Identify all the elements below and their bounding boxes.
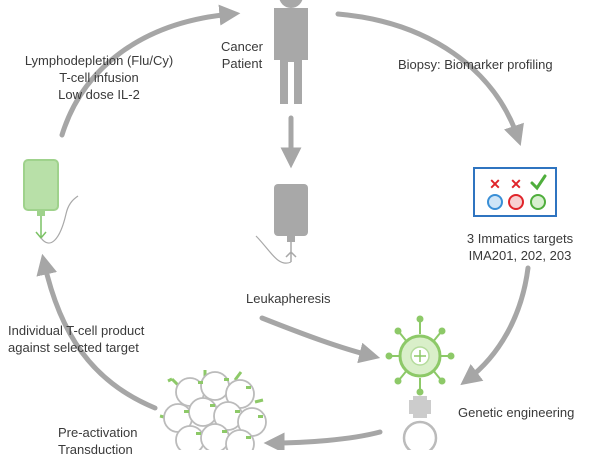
preactivation-line-1: Pre-activation [58, 425, 138, 440]
marker-circle-red [508, 194, 524, 210]
targets-line-2: IMA201, 202, 203 [468, 248, 572, 263]
leukapheresis-label: Leukapheresis [246, 291, 331, 306]
product-line-2: against selected target [8, 340, 139, 355]
targets-line-1: 3 Immatics targets [466, 231, 574, 246]
leukapheresis-bag-icon [255, 184, 308, 264]
patient-silhouette-icon [274, 0, 308, 104]
lymphodepletion-line-3: Low dose IL-2 [58, 87, 140, 102]
tcell-icon [402, 420, 438, 450]
arrow-patient-to-biopsy [335, 11, 524, 146]
infusion-bag-icon [23, 159, 79, 244]
engineering-label: Genetic engineering [458, 405, 575, 420]
marker-circle-green [530, 194, 546, 210]
lymphodepletion-line-2: T-cell infusion [59, 70, 139, 85]
lymphodepletion-line-1: Lymphodepletion (Flu/Cy) [24, 53, 174, 68]
biomarker-panel: ✕ ✕ [473, 167, 557, 217]
product-label: Individual T-cell product against select… [8, 322, 144, 356]
arrow-targets-to-engineering [460, 265, 531, 386]
arrow-leukapheresis-to-engineering [259, 315, 381, 364]
panel-mark-3 [530, 174, 547, 191]
patient-label: Cancer Patient [210, 38, 274, 72]
targets-label: 3 Immatics targets IMA201, 202, 203 [450, 230, 590, 264]
product-line-1: Individual T-cell product [8, 323, 145, 338]
tcell-cluster-icon [159, 370, 267, 450]
marker-circle-blue [487, 194, 503, 210]
arrow-engineering-to-expansion [263, 429, 383, 450]
preactivation-label: Pre-activation Transduction [58, 424, 137, 458]
plus-icon [409, 396, 431, 418]
panel-mark-2: ✕ [510, 176, 522, 192]
panel-mark-1: ✕ [489, 176, 501, 192]
engineered-tcell-icon [385, 315, 455, 396]
patient-line-2: Patient [221, 56, 263, 71]
lymphodepletion-label: Lymphodepletion (Flu/Cy) T-cell infusion… [10, 52, 188, 103]
arrow-infusion-to-patient [59, 4, 241, 138]
biopsy-label: Biopsy: Biomarker profiling [398, 57, 553, 72]
arrow-product-to-infusion [36, 253, 158, 411]
patient-line-1: Cancer [221, 39, 263, 54]
